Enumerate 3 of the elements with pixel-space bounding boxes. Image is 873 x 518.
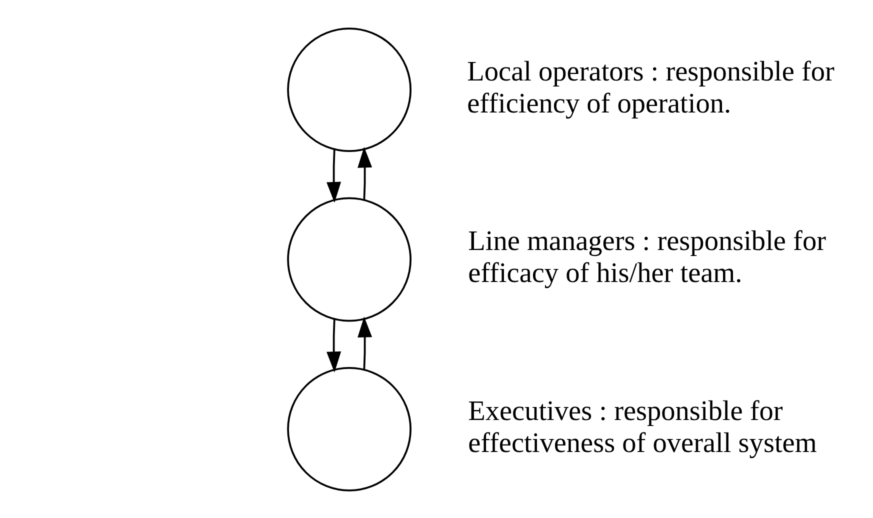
node-label: Executives : responsible for effectiveness of overall system (468, 395, 817, 458)
node-label: Local operators : responsible for efficiency of operation. (467, 56, 834, 119)
node-label: Line managers : responsible for efficacy of his/her team. (468, 226, 826, 289)
